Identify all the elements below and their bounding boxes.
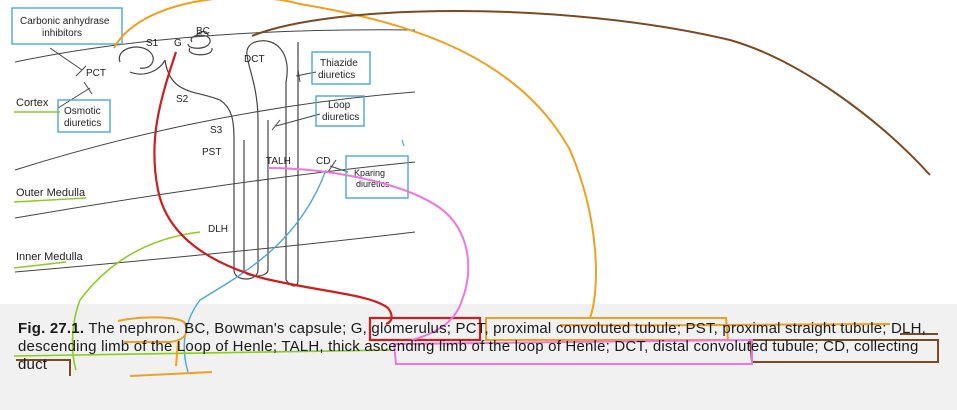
carbonic-anhydrase-label-line1: Carbonic anhydrase: [20, 16, 110, 27]
segment-label-s1: S1: [146, 38, 159, 49]
inner-medulla-label: Inner Medulla: [16, 251, 84, 263]
kparing-label-line1: Kparing: [354, 168, 385, 178]
carbonic-box: [11, 7, 123, 45]
segment-label-s3: S3: [210, 125, 223, 136]
cortex-label: Cortex: [16, 97, 49, 109]
red-annotation-strokes: [153, 51, 482, 342]
caption-text: The nephron. BC, Bowman's capsule; G, gl…: [18, 320, 926, 373]
glomerulus: [187, 30, 213, 56]
kparing-box: [345, 155, 409, 199]
thiazide-box: [311, 51, 371, 85]
kparing-label-line2: diuretics: [356, 179, 390, 189]
outer-medulla-label: Outer Medulla: [16, 187, 86, 199]
blue-annotation-boxes: [11, 7, 409, 199]
osmotic-box: [57, 99, 111, 133]
carbonic-anhydrase-label-line2: inhibitors: [42, 28, 82, 39]
thiazide-label-line1: Thiazide: [320, 58, 358, 69]
loop-label-line1: Loop: [328, 100, 351, 111]
osmotic-label-line2: diuretics: [64, 118, 101, 129]
segment-label-bc: BC: [196, 26, 210, 37]
segment-label-cd: CD: [316, 156, 330, 167]
segment-label-pct: PCT: [86, 68, 106, 79]
osmotic-label-line1: Osmotic: [64, 106, 101, 117]
inhibition-lines: [49, 47, 349, 173]
pink-annotation-strokes: [267, 167, 753, 365]
segment-label-g: G: [174, 38, 182, 49]
green-annotation-strokes: [13, 111, 393, 371]
blue-annotation-stroke: [183, 169, 327, 373]
cortex-medulla-boundary: [14, 91, 416, 171]
outer-inner-medulla-boundary: [14, 161, 416, 219]
segment-label-s2: S2: [176, 94, 189, 105]
loop-box: [315, 95, 365, 127]
loop-label-line2: diuretics: [322, 112, 359, 123]
thiazide-label-line2: diuretics: [318, 70, 355, 81]
segment-label-talh: TALH: [266, 156, 291, 167]
figure-label: Fig. 27.1.: [18, 320, 85, 337]
caption-background: [0, 304, 957, 410]
segment-label-dct: DCT: [244, 54, 265, 65]
segment-label-pst: PST: [202, 147, 221, 158]
figure-caption: Fig. 27.1. The nephron. BC, Bowman's cap…: [18, 320, 938, 374]
blue-tick-mark: [401, 139, 405, 147]
segment-label-dlh: DLH: [208, 224, 228, 235]
